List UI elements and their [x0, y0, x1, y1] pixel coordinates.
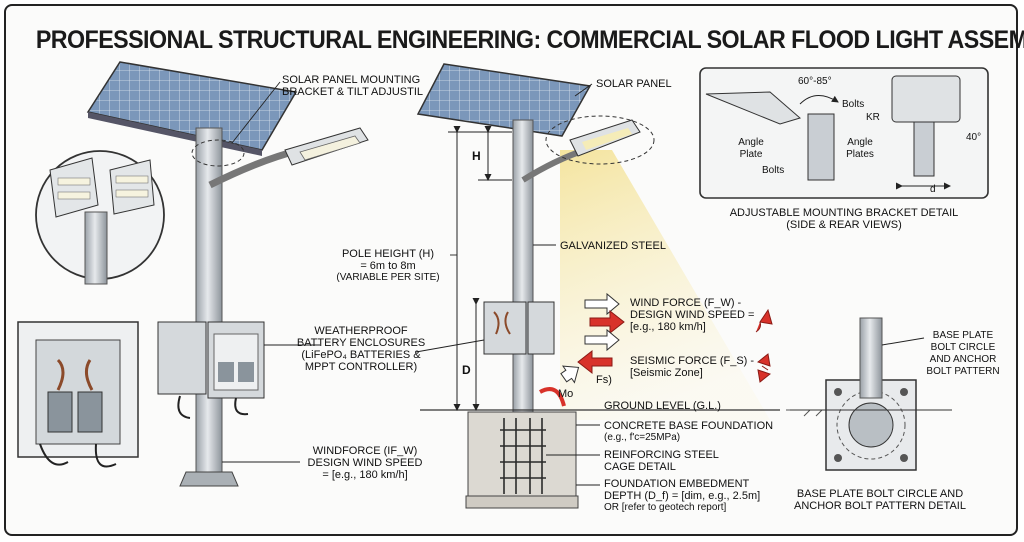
ground-hatch [786, 409, 826, 417]
solar-panel-label: SOLAR PANEL [596, 78, 672, 90]
dimension-h-label: H [472, 149, 481, 163]
left-bracket-callout-ring [191, 139, 245, 167]
ground-level-label: GROUND LEVEL (G.L.) [604, 400, 721, 412]
rear-d-label: d [930, 184, 936, 195]
seismic-force-label: SEISMIC FORCE (F_S) -[Seismic Zone] [630, 355, 755, 379]
left-base [179, 471, 239, 487]
light-callout-ring [545, 115, 655, 165]
center-solar-panel [416, 63, 592, 137]
pole-height-label: POLE HEIGHT (H)= 6m to 8m(VARIABLE PER S… [336, 248, 440, 283]
light-beam [560, 150, 770, 420]
kr-label: KR [866, 112, 880, 123]
dimension-lines [448, 126, 512, 411]
base-plate-detail [790, 317, 952, 471]
concrete-foundation-label: CONCRETE BASE FOUNDATION(e.g., f'c=25MPa… [604, 420, 774, 443]
center-pole [512, 119, 534, 413]
rebar-cage [500, 418, 546, 494]
left-arm [208, 146, 301, 189]
fs-label: Fs) [596, 374, 612, 386]
forty-degree-label: 40° [966, 132, 982, 143]
left-light-zoom-circle [35, 150, 165, 285]
wind-force-arrows [584, 292, 773, 352]
foundation-footing [465, 495, 579, 509]
left-pole [195, 127, 223, 474]
left-battery-enclosures [157, 321, 265, 419]
wind-force-label: WIND FORCE (F_W) -DESIGN WIND SPEED =[e.… [630, 297, 755, 333]
left-enclosure-zoom [17, 321, 139, 468]
moment-label: Mo [558, 388, 574, 400]
moment-arrow [539, 387, 566, 407]
bolts-bottom-label: Bolts [762, 165, 785, 176]
windforce-left-label: WINDFORCE (IF_W)DESIGN WIND SPEED= [e.g.… [307, 445, 423, 481]
leader-lines [222, 81, 600, 486]
galvanized-steel-label: GALVANIZED STEEL [560, 240, 666, 252]
angle-range-label: 60°-85° [798, 76, 832, 87]
bracket-detail-caption: ADJUSTABLE MOUNTING BRACKET DETAIL(SIDE … [729, 207, 959, 231]
left-solar-panel [86, 61, 298, 156]
dimension-d-label: D [462, 363, 471, 377]
bolts-top-label: Bolts [842, 99, 865, 110]
seismic-force-arrows [560, 349, 772, 384]
bracket-detail-box [699, 67, 989, 199]
center-battery-enclosure [483, 301, 555, 355]
diagram-title: PROFESSIONAL STRUCTURAL ENGINEERING: COM… [35, 26, 1024, 54]
center-flood-light [569, 119, 641, 157]
left-flood-light [284, 127, 369, 166]
